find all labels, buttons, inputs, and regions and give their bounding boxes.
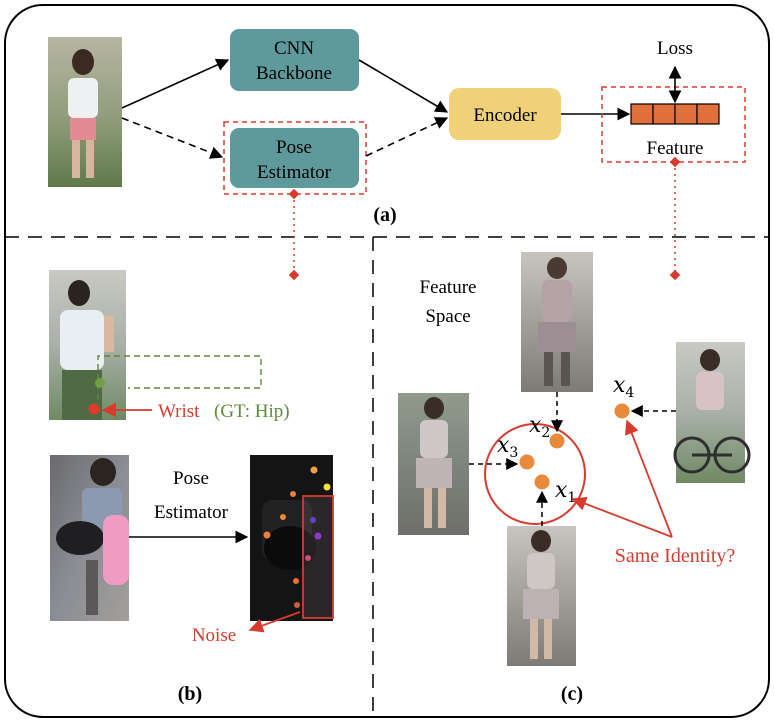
cnn-backbone-box — [230, 29, 359, 91]
input-person-photo — [48, 37, 122, 187]
wrist-label: Wrist — [158, 401, 200, 422]
noise-arrow — [248, 611, 301, 633]
panel-a-label: (a) — [373, 204, 396, 226]
same-identity-label: Same Identity? — [615, 545, 736, 567]
top-person-photo — [521, 252, 593, 392]
encoder-box — [449, 88, 561, 140]
pose-estimator-line1: Pose — [276, 137, 312, 158]
arrow-cnn-to-encoder — [358, 59, 449, 113]
wrist-example-photo — [49, 270, 126, 420]
x2-label: x2 — [529, 413, 550, 441]
gt-hip-keypoint — [95, 378, 105, 388]
identity-arrow-x4 — [624, 419, 673, 538]
pose-estimator-line2: Estimator — [257, 162, 332, 183]
feature-space-line1: Feature — [420, 277, 477, 298]
x3-label: x3 — [497, 433, 518, 461]
occluded-person-photo — [50, 455, 129, 621]
outer-frame — [4, 4, 770, 718]
gt-hip-connector — [97, 355, 262, 400]
point-x1 — [534, 474, 550, 490]
noise-label: Noise — [192, 625, 236, 646]
bottom-person-photo — [507, 526, 576, 666]
feature-vector — [630, 103, 720, 125]
pose-estimator-box — [230, 128, 359, 188]
panel-b-label: (b) — [178, 683, 202, 705]
identity-cluster-circle — [484, 423, 586, 525]
point-x2 — [549, 433, 565, 449]
b-pose-estimator-line2: Estimator — [154, 502, 229, 523]
arrow-input-to-cnn — [121, 58, 230, 109]
arrow-input-to-pose — [121, 117, 224, 159]
point-x3 — [519, 454, 535, 470]
pose-estimator-highlight — [223, 121, 367, 195]
wrist-keypoint — [88, 403, 100, 415]
cnn-backbone-line1: CNN — [274, 38, 314, 59]
right-person-photo — [673, 342, 751, 483]
point-x4 — [614, 403, 630, 419]
encoder-label: Encoder — [473, 105, 537, 126]
x4-label: x4 — [613, 373, 634, 401]
arrow-pose-to-encoder — [365, 117, 449, 157]
loss-label: Loss — [657, 38, 693, 59]
gt-hip-label: (GT: Hip) — [214, 401, 290, 422]
panel-c-label: (c) — [561, 683, 583, 705]
b-pose-estimator-line1: Pose — [173, 468, 209, 489]
x1-label: x1 — [555, 478, 576, 506]
cnn-backbone-line2: Backbone — [256, 63, 332, 84]
feature-label: Feature — [647, 138, 704, 159]
feature-space-line2: Space — [425, 306, 470, 327]
identity-arrow-cluster — [571, 496, 673, 538]
pose-heatmap — [250, 455, 334, 621]
left-person-photo — [398, 393, 469, 535]
